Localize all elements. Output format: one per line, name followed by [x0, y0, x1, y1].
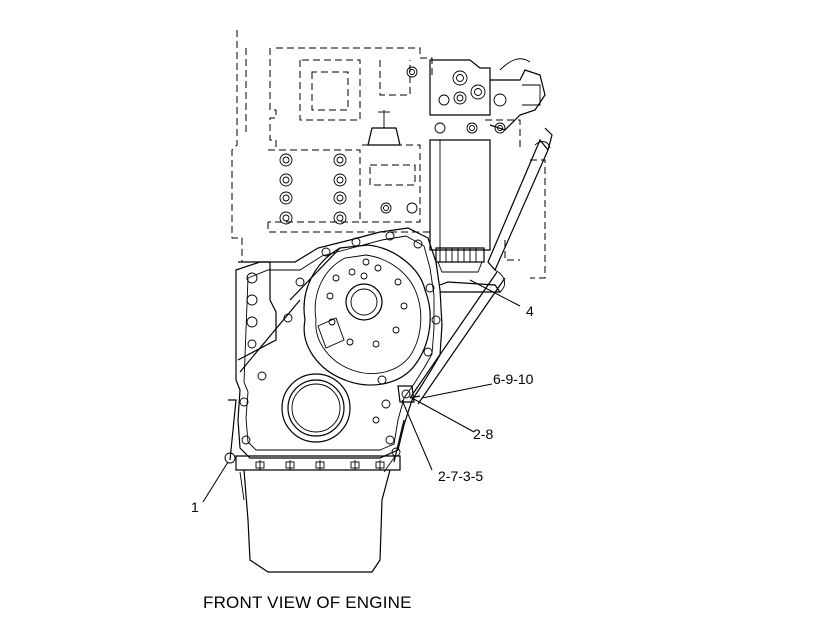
front-housing [235, 227, 443, 459]
left-bracket [237, 247, 341, 373]
callout-6-9-10: 6-9-10 [493, 371, 534, 387]
callout-leaders [202, 279, 521, 503]
callout-2-7-3-5: 2-7-3-5 [438, 468, 483, 484]
fuel-tube [409, 271, 506, 405]
callout-4: 4 [526, 303, 534, 319]
oil-pan [224, 399, 405, 573]
callout-labels: 1 4 6-9-10 2-8 2-7-3-5 [191, 303, 534, 515]
tube-clamp [397, 385, 421, 403]
upper-fitting [367, 110, 401, 146]
block-bolts [279, 66, 506, 225]
diagram-caption: FRONT VIEW OF ENGINE [203, 593, 412, 612]
fuel-lines [439, 127, 553, 293]
fuel-filter-assembly [429, 58, 546, 273]
crankshaft-seal [281, 373, 351, 443]
engine-block-upper [231, 30, 546, 279]
crank-gear-cover [303, 244, 431, 386]
callout-1: 1 [191, 499, 199, 515]
callout-2-8: 2-8 [473, 426, 493, 442]
housing-bolts [239, 231, 441, 445]
